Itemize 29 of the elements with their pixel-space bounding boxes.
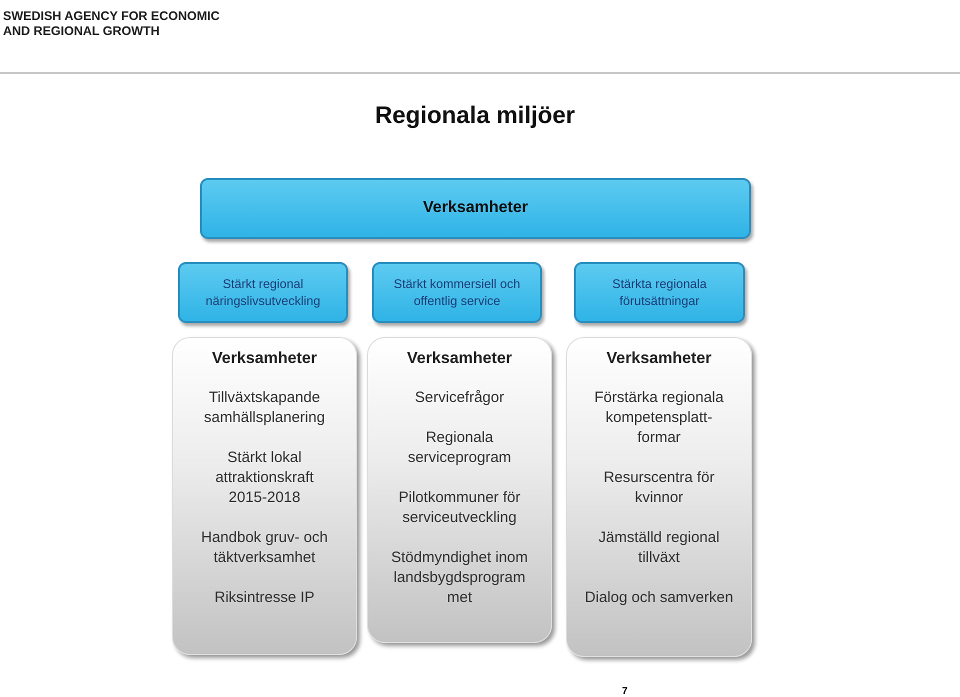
header-bar bbox=[200, 178, 751, 239]
card-heading: Verksamheter bbox=[606, 350, 712, 368]
goal-text: Stärkt kommersiell och offentlig service bbox=[392, 276, 522, 309]
activity-item: Förstärka regionala kompetensplatt- formar bbox=[593, 388, 725, 448]
goal-box bbox=[372, 262, 542, 323]
agency-name: SWEDISH AGENCY FOR ECONOMIC AND REGIONAL GROWTH bbox=[3, 9, 221, 39]
activity-item: Jämställd regional tillväxt bbox=[598, 528, 720, 568]
goal-text: Stärkta regionala förutsättningar bbox=[611, 276, 708, 309]
activity-item: Tillväxtskapande samhällsplanering bbox=[203, 388, 326, 428]
activity-item: Riksintresse IP bbox=[214, 588, 315, 608]
bar-heading: Verksamheter bbox=[422, 198, 529, 218]
activity-item: Regionala serviceprogram bbox=[406, 428, 512, 468]
card-heading: Verksamheter bbox=[407, 350, 512, 368]
goal-box bbox=[574, 262, 745, 323]
card-heading: Verksamheter bbox=[212, 350, 317, 368]
activity-card bbox=[172, 337, 357, 655]
activity-item: Stärkt lokal attraktionskraft 2015-2018 bbox=[214, 448, 315, 508]
goal-box bbox=[178, 262, 348, 323]
activity-item: Stödmyndighet inom landsbygdsprogram met bbox=[390, 548, 529, 608]
goal-text: Stärkt regional näringslivsutveckling bbox=[204, 276, 322, 309]
activity-item: Dialog och samverken bbox=[584, 588, 734, 608]
page-number: 7 bbox=[622, 686, 628, 697]
activity-item: Resurscentra för kvinnor bbox=[602, 468, 716, 508]
activity-card bbox=[566, 337, 752, 657]
activity-item: Servicefrågor bbox=[414, 388, 504, 408]
activity-item: Handbok gruv- och täktverksamhet bbox=[200, 528, 329, 568]
activity-item: Pilotkommuner för serviceutveckling bbox=[398, 488, 522, 528]
title: Regionala miljöer bbox=[374, 102, 576, 130]
activity-card bbox=[367, 337, 552, 643]
